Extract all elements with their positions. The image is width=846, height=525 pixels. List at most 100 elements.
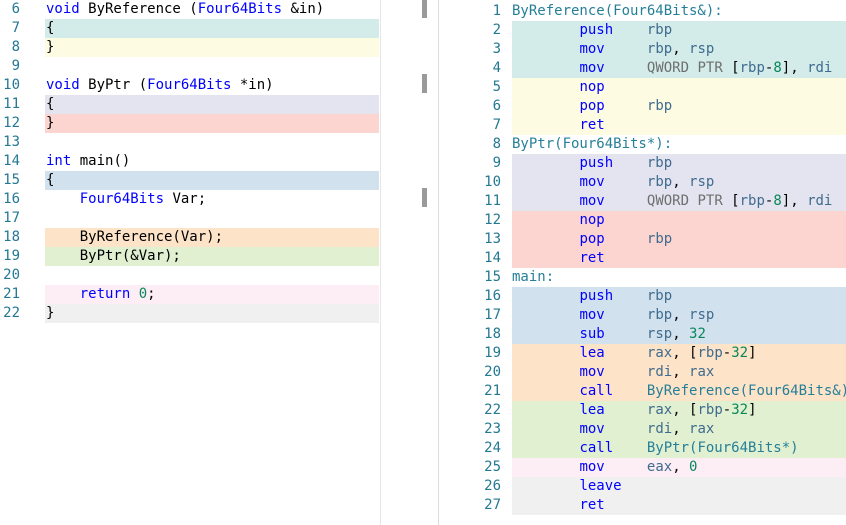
assembly-line[interactable]: 24 call ByPtr(Four64Bits*): [439, 439, 846, 458]
line-highlight: [512, 401, 846, 420]
code-text: push rbp: [512, 154, 672, 173]
line-number: 16: [484, 288, 501, 304]
code-token: [605, 174, 647, 190]
source-line[interactable]: 8}: [0, 38, 380, 57]
code-token: [512, 307, 579, 323]
code-token: [512, 22, 579, 38]
code-token: [512, 117, 579, 133]
line-number: 1: [492, 3, 501, 19]
assembly-line[interactable]: 22 lea rax, [rbp-32]: [439, 401, 846, 420]
assembly-line[interactable]: 19 lea rax, [rbp-32]: [439, 344, 846, 363]
pane-splitter[interactable]: [380, 0, 420, 525]
code-text: mov rbp, rsp: [512, 173, 714, 192]
source-line[interactable]: 12}: [0, 114, 380, 133]
assembly-line[interactable]: 6 pop rbp: [439, 97, 846, 116]
code-token: call: [579, 383, 614, 399]
code-token: }: [46, 39, 55, 55]
code-token: 32: [731, 402, 749, 418]
assembly-line[interactable]: 10 mov rbp, rsp: [439, 173, 846, 192]
line-highlight: [512, 59, 846, 78]
source-line[interactable]: 17: [0, 209, 380, 228]
source-line[interactable]: 11{: [0, 95, 380, 114]
assembly-line[interactable]: 14 ret: [439, 249, 846, 268]
assembly-line[interactable]: 21 call ByReference(Four64Bits&): [439, 382, 846, 401]
code-token: -: [764, 193, 774, 209]
code-token: ,: [672, 364, 690, 380]
code-text: }: [46, 38, 54, 57]
code-token: -: [764, 60, 774, 76]
source-line[interactable]: 19 ByPtr(&Var);: [0, 247, 380, 266]
line-number: 18: [3, 229, 20, 245]
assembly-line[interactable]: 9 push rbp: [439, 154, 846, 173]
code-text: ret: [512, 496, 605, 515]
code-token: [512, 79, 579, 95]
source-line[interactable]: 15{: [0, 171, 380, 190]
code-token: {: [46, 20, 55, 36]
code-token: mov: [579, 60, 605, 76]
line-highlight: [512, 21, 846, 40]
code-text: void ByReference (Four64Bits &in): [46, 0, 324, 19]
source-line[interactable]: 20: [0, 266, 380, 285]
assembly-line[interactable]: 25 mov eax, 0: [439, 458, 846, 477]
code-token: rbp: [697, 345, 723, 361]
assembly-line[interactable]: 18 sub rsp, 32: [439, 325, 846, 344]
code-text: pop rbp: [512, 97, 672, 116]
assembly-line[interactable]: 3 mov rbp, rsp: [439, 40, 846, 59]
code-token: rax: [689, 364, 715, 380]
source-line[interactable]: 7{: [0, 19, 380, 38]
assembly-line[interactable]: 23 mov rdi, rax: [439, 420, 846, 439]
code-token: [512, 250, 579, 266]
code-token: ByPtr(&Var);: [46, 248, 181, 264]
assembly-line[interactable]: 11 mov QWORD PTR [rbp-8], rdi: [439, 192, 846, 211]
source-line[interactable]: 18 ByReference(Var);: [0, 228, 380, 247]
assembly-line[interactable]: 12 nop: [439, 211, 846, 230]
line-highlight: [512, 249, 846, 268]
code-text: }: [46, 304, 54, 323]
line-number: 13: [3, 134, 20, 150]
line-highlight: [512, 230, 846, 249]
assembly-line[interactable]: 13 pop rbp: [439, 230, 846, 249]
line-number: 23: [484, 421, 501, 437]
line-number: 19: [484, 345, 501, 361]
code-text: mov rdi, rax: [512, 420, 714, 439]
code-token: pop: [579, 98, 605, 114]
assembly-line[interactable]: 7 ret: [439, 116, 846, 135]
code-token: ByPtr(Four64Bits*):: [512, 136, 673, 152]
assembly-line[interactable]: 26 leave: [439, 477, 846, 496]
code-token: Four64Bits: [147, 77, 232, 93]
assembly-line[interactable]: 2 push rbp: [439, 21, 846, 40]
assembly-line[interactable]: 4 mov QWORD PTR [rbp-8], rdi: [439, 59, 846, 78]
source-line[interactable]: 22}: [0, 304, 380, 323]
code-token: [: [722, 60, 740, 76]
source-line[interactable]: 16 Four64Bits Var;: [0, 190, 380, 209]
code-token: ret: [579, 497, 605, 513]
code-token: [613, 22, 647, 38]
assembly-line[interactable]: 16 push rbp: [439, 287, 846, 306]
assembly-line[interactable]: 5 nop: [439, 78, 846, 97]
line-highlight: [512, 192, 846, 211]
line-highlight: [512, 173, 846, 192]
line-number: 24: [484, 440, 501, 456]
code-token: ret: [579, 117, 605, 133]
code-token: ]: [748, 402, 757, 418]
assembly-line[interactable]: 17 mov rbp, rsp: [439, 306, 846, 325]
code-token: rbp: [646, 22, 673, 38]
assembly-line[interactable]: 20 mov rdi, rax: [439, 363, 846, 382]
source-line[interactable]: 13: [0, 133, 380, 152]
code-token: void: [46, 1, 80, 17]
assembly-line[interactable]: 27 ret: [439, 496, 846, 515]
line-highlight: [45, 38, 379, 57]
source-line[interactable]: 9: [0, 57, 380, 76]
line-highlight: [45, 247, 379, 266]
line-number: 4: [492, 60, 501, 76]
source-line[interactable]: 21 return 0;: [0, 285, 380, 304]
code-token: rax: [646, 345, 673, 361]
